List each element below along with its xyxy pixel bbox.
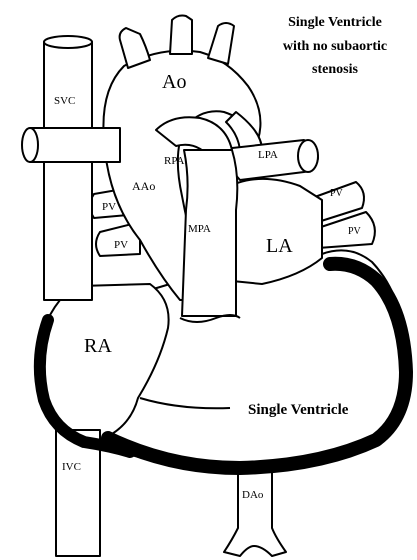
label-lpa: LPA [258, 149, 278, 161]
aorta-branch-1 [120, 28, 150, 68]
aorta-branch-2 [170, 16, 192, 55]
aorta-branch-3 [208, 23, 234, 64]
label-dao: DAo [242, 489, 264, 501]
svc-shape [44, 42, 92, 300]
rpa-crossing-end-shape [22, 128, 38, 162]
label-pv-right-upper: PV [102, 201, 116, 213]
title-line-2: with no subaortic [283, 39, 387, 54]
label-svc: SVC [54, 95, 75, 107]
label-pv-left-upper: PV [330, 188, 344, 199]
lpa-end-shape [298, 140, 318, 172]
label-ivc: IVC [62, 461, 81, 473]
rpa-crossing-shape [30, 128, 120, 162]
label-la: LA [266, 235, 293, 257]
label-ao: Ao [162, 71, 186, 93]
label-pv-right-lower: PV [114, 239, 128, 251]
title-line-1: Single Ventricle [288, 15, 382, 30]
label-rpa: RPA [164, 155, 184, 167]
label-aao: AAo [132, 179, 155, 193]
label-mpa: MPA [188, 223, 211, 235]
label-ra: RA [84, 335, 112, 357]
title-line-3: stenosis [312, 62, 358, 77]
svc-top-shape [44, 36, 92, 48]
label-single-ventricle: Single Ventricle [248, 402, 349, 418]
label-pv-left-lower: PV [348, 226, 362, 237]
